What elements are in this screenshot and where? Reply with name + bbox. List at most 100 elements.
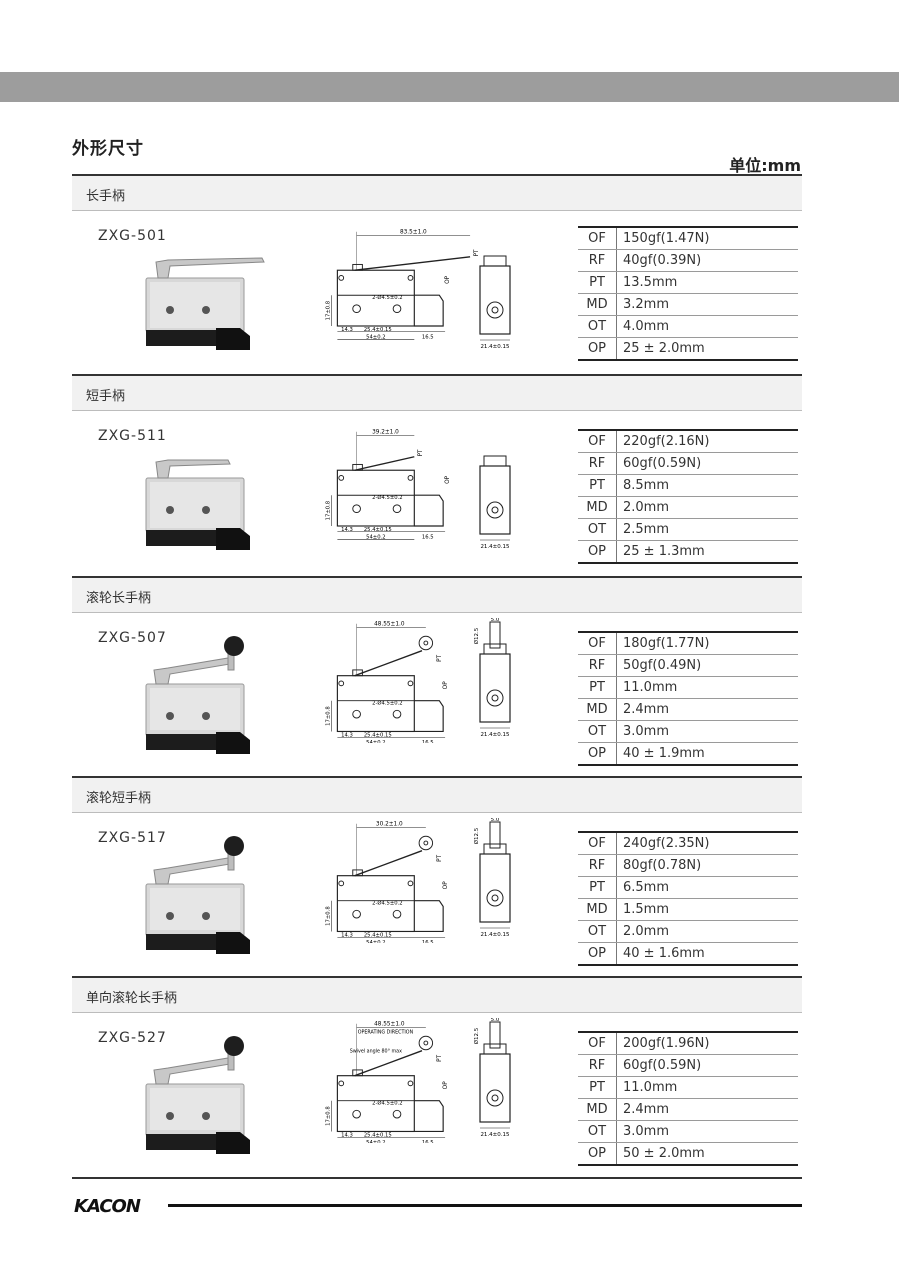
spec-key: OF [578, 1032, 617, 1055]
model-number: ZXG-517 [98, 830, 167, 846]
spec-key: OT [578, 720, 617, 743]
spec-key: PT [578, 676, 617, 699]
dim-b-label: 25.4±0.15 [364, 527, 392, 533]
spec-key: OP [578, 942, 617, 965]
spec-value: 1.5mm [616, 898, 798, 921]
roller-width-label: 5.0 [491, 618, 500, 623]
side-width-label: 21.4±0.15 [480, 544, 510, 550]
holes-label: 2-Ø4.5±0.2 [372, 494, 403, 501]
roller-diameter-label: Ø12.5 [473, 627, 480, 644]
spec-value: 11.0mm [616, 1076, 798, 1099]
height-label: 17±0.8 [326, 301, 332, 321]
spec-key: MD [578, 496, 617, 519]
dim-c-label: 16.5 [422, 740, 434, 743]
dim-a-label: 14.3 [341, 527, 353, 533]
side-width-label: 21.4±0.15 [480, 732, 510, 738]
section-title: 短手柄 [86, 389, 126, 404]
spec-value: 50 ± 2.0mm [623, 1146, 705, 1161]
spec-value: 40 ± 1.6mm [623, 946, 705, 961]
swivel-angle-label: Swivel angle 80° max [350, 1049, 402, 1055]
spec-value: 25 ± 2.0mm [623, 341, 705, 356]
spec-value: 240gf(2.35N) [616, 832, 798, 855]
dim-c-label: 16.5 [422, 940, 434, 943]
section-header: 滚轮长手柄 [72, 576, 802, 613]
spec-key: PT [578, 474, 617, 497]
product-photo [145, 459, 250, 550]
kacon-logo: KACON [74, 1196, 141, 1217]
product-photo [145, 836, 250, 954]
holes-label: 2-Ø4.5±0.2 [372, 900, 403, 907]
total-length-label: 48.55±1.0 [374, 1022, 405, 1028]
spec-key: PT [578, 271, 617, 294]
model-number: ZXG-511 [98, 428, 167, 444]
spec-key: OF [578, 832, 617, 855]
total-length-label: 83.5±1.0 [400, 230, 427, 236]
holes-label: 2-Ø4.5±0.2 [372, 294, 403, 301]
product-photo [145, 636, 250, 754]
side-width-label: 21.4±0.15 [480, 932, 510, 938]
spec-value: 11.0mm [616, 676, 798, 699]
spec-key: OT [578, 1120, 617, 1143]
pt-label: PT [437, 654, 443, 661]
spec-key: PT [578, 1076, 617, 1099]
spec-key: OF [578, 227, 617, 250]
roller-diameter-label: Ø12.5 [473, 827, 480, 844]
spec-value: 2.0mm [616, 496, 798, 519]
total-length-label: 30.2±1.0 [376, 822, 403, 828]
width-label: 54±0.2 [366, 740, 386, 743]
dim-a-label: 14.3 [341, 932, 353, 938]
side-width-label: 21.4±0.15 [480, 344, 510, 350]
op-label: OP [443, 1081, 449, 1090]
op-label: OP [443, 681, 449, 690]
spec-value: 3.0mm [616, 720, 798, 743]
height-label: 17±0.8 [326, 706, 332, 726]
dim-b-label: 25.4±0.15 [364, 732, 392, 738]
op-label: OP [443, 881, 449, 890]
spec-value: 13.5mm [616, 271, 798, 294]
dim-b-label: 25.4±0.15 [364, 1132, 392, 1138]
roller-diameter-label: Ø12.5 [473, 1027, 480, 1044]
spec-value: 25 ± 1.3mm [623, 544, 705, 559]
product-photo [145, 257, 265, 350]
spec-value: 2.0mm [616, 920, 798, 943]
section-title: 滚轮短手柄 [86, 791, 152, 806]
section-title: 滚轮长手柄 [86, 591, 152, 606]
spec-value: 3.2mm [616, 293, 798, 316]
spec-key: OP [578, 742, 617, 765]
section-end-rule [72, 1177, 802, 1179]
pt-label: PT [474, 249, 480, 256]
dim-b-label: 25.4±0.15 [364, 327, 392, 333]
spec-value: 50gf(0.49N) [616, 654, 798, 677]
spec-key: OP [578, 540, 617, 563]
spec-key: RF [578, 1054, 617, 1077]
width-label: 54±0.2 [366, 940, 386, 943]
total-length-label: 39.2±1.0 [372, 430, 399, 436]
height-label: 17±0.8 [326, 1106, 332, 1126]
model-number: ZXG-507 [98, 630, 167, 646]
spec-key: MD [578, 898, 617, 921]
spec-key: OF [578, 632, 617, 655]
footer-rule [168, 1204, 802, 1207]
